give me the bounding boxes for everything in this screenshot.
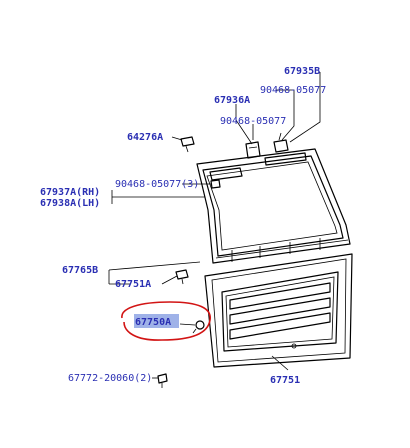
label-67937a: 67937A(RH) <box>40 187 100 198</box>
bracket-67936a <box>245 141 261 159</box>
leader-lines <box>108 72 321 379</box>
label-67935b: 67935B <box>284 66 320 77</box>
bracket-67935b <box>273 132 289 153</box>
label-67936a: 67936A <box>214 95 250 106</box>
label-67751: 67751 <box>270 375 300 386</box>
label-67765b: 67765B <box>62 265 98 276</box>
screw-67772 <box>157 373 168 388</box>
clip-67751a <box>175 269 189 285</box>
clip-67750a <box>192 320 205 334</box>
label-67751a: 67751A <box>115 279 151 290</box>
label-90468-left: 90468-05077(3) <box>115 179 199 190</box>
back-door-glass-frame <box>196 148 351 264</box>
label-67772: 67772-20060(2) <box>68 373 152 384</box>
clip-90468-left <box>210 179 221 189</box>
back-door-trim-board <box>204 253 353 368</box>
clip-64276a <box>180 136 195 153</box>
label-67750a: 67750A <box>135 317 171 328</box>
label-90468-top: 90468-05077 <box>260 85 326 96</box>
label-67938a: 67938A(LH) <box>40 198 100 209</box>
label-64276a: 64276A <box>127 132 163 143</box>
label-90468-middle: 90468-05077 <box>220 116 286 127</box>
label-67750a-highlight <box>134 314 179 328</box>
red-highlight-circle <box>121 301 211 341</box>
